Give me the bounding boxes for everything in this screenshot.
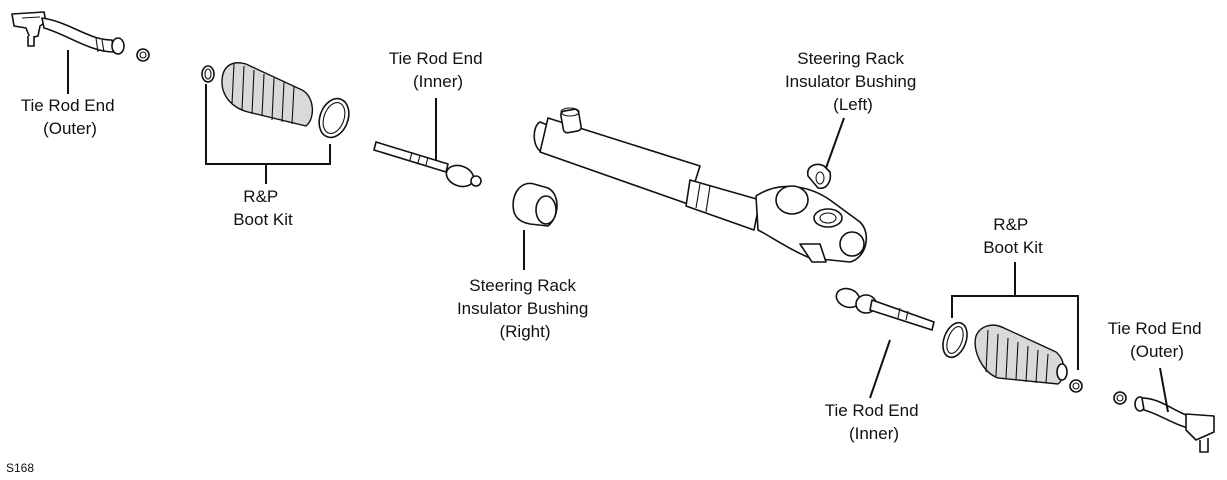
- rp-boot-kit-right-part: [942, 321, 1083, 393]
- leader-lines: [67, 50, 1169, 413]
- tie-rod-end-inner-right-label: Tie Rod End (Inner): [825, 401, 924, 443]
- tie-rod-end-inner-left-part: [373, 141, 482, 188]
- tie-rod-end-outer-left-part: [11, 11, 150, 62]
- figure-code: S168: [6, 461, 34, 475]
- tie-rod-end-inner-right-part: [835, 287, 935, 331]
- steering-rack-insulator-bushing-left-label: Steering Rack Insulator Bushing (Left): [785, 49, 921, 114]
- rp-boot-kit-right-label: R&P Boot Kit: [983, 215, 1043, 257]
- steering-rack-insulator-bushing-left-part: [806, 163, 832, 190]
- tie-rod-end-outer-right-part: [1113, 391, 1215, 453]
- steering-rack-insulator-bushing-right-label: Steering Rack Insulator Bushing (Right): [457, 276, 593, 341]
- tie-rod-end-inner-left-label: Tie Rod End (Inner): [389, 49, 488, 91]
- steering-rack-housing-part: [533, 107, 868, 263]
- tie-rod-end-outer-right-label: Tie Rod End (Outer): [1108, 319, 1207, 361]
- rp-boot-kit-left-part: [201, 62, 350, 139]
- tie-rod-end-outer-left-label: Tie Rod End (Outer): [21, 96, 120, 138]
- steering-rack-insulator-bushing-right-part: [512, 182, 558, 227]
- rp-boot-kit-left-label: R&P Boot Kit: [233, 187, 293, 229]
